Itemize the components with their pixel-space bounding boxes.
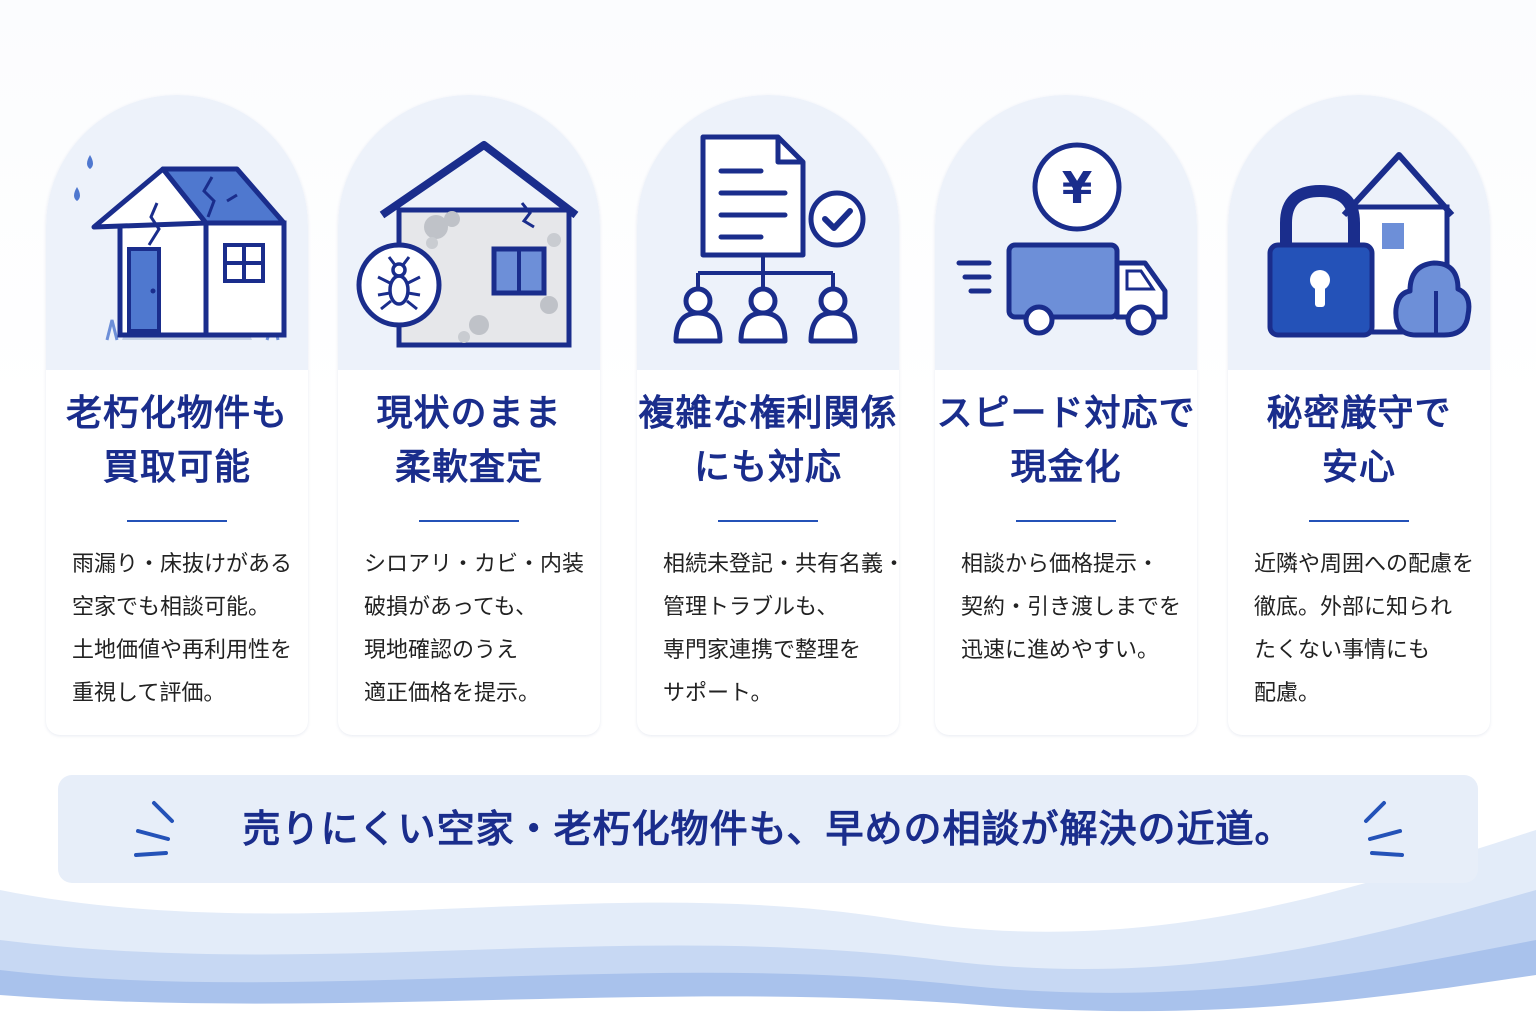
title-divider — [718, 520, 818, 522]
title-divider — [419, 520, 519, 522]
emphasis-lines-right-icon — [1364, 801, 1404, 857]
title-divider — [1016, 520, 1116, 522]
card-title: スピード対応で 現金化 — [936, 393, 1196, 488]
banner-message: 売りにくい空家・老朽化物件も、早めの相談が解決の近道。 — [242, 807, 1294, 851]
card-title: 複雑な権利関係 にも対応 — [638, 393, 898, 488]
feature-card-flexible-appraisal: 現状のまま 柔軟査定 シロアリ・カビ・内装 破損があっても、 現地確認のうえ 適… — [338, 95, 600, 735]
title-divider — [127, 520, 227, 522]
feature-cards: 老朽化物件も 買取可能 雨漏り・床抜けがある 空家でも相談可能。 土地価値や再利… — [46, 95, 1490, 735]
card-description: 相談から価格提示・ 契約・引き渡しまでを 迅速に進めやすい。 — [961, 552, 1182, 663]
feature-card-aging-property: 老朽化物件も 買取可能 雨漏り・床抜けがある 空家でも相談可能。 土地価値や再利… — [46, 95, 308, 735]
card-description: シロアリ・カビ・内装 破損があっても、 現地確認のうえ 適正価格を提示。 — [364, 552, 585, 706]
card-description: 相続未登記・共有名義・ 管理トラブルも、 専門家連携で整理を サポート。 — [663, 552, 899, 706]
wave-decoration — [0, 830, 1536, 1024]
padlock-house-icon — [1267, 152, 1472, 338]
summary-banner: 売りにくい空家・老朽化物件も、早めの相談が解決の近道。 — [58, 775, 1478, 883]
title-divider — [1309, 520, 1409, 522]
card-title: 老朽化物件も 買取可能 — [65, 393, 288, 488]
termite-house-icon — [356, 141, 579, 348]
damaged-house-icon — [74, 155, 287, 341]
yen-truck-icon: ¥ — [956, 142, 1168, 336]
card-description: 近隣や周囲への配慮を 徹底。外部に知られ たくない事情にも 配慮。 — [1254, 552, 1475, 706]
emphasis-lines-left-icon — [134, 801, 174, 857]
feature-card-rights-issues: 複雑な権利関係 にも対応 相続未登記・共有名義・ 管理トラブルも、 専門家連携で… — [637, 95, 899, 735]
document-people-icon — [673, 134, 866, 344]
svg-text:¥: ¥ — [1062, 163, 1093, 214]
feature-card-confidentiality: 秘密厳守で 安心 近隣や周囲への配慮を 徹底。外部に知られ たくない事情にも 配… — [1228, 95, 1490, 735]
feature-card-quick-cash: ¥ スピード対応で 現金化 相談から価格提示・ 契約・引き渡しまでを 迅速に進め… — [935, 95, 1197, 735]
card-title: 秘密厳守で 安心 — [1266, 393, 1452, 488]
card-title: 現状のまま 柔軟査定 — [376, 393, 562, 488]
card-description: 雨漏り・床抜けがある 空家でも相談可能。 土地価値や再利用性を 重視して評価。 — [72, 552, 293, 706]
